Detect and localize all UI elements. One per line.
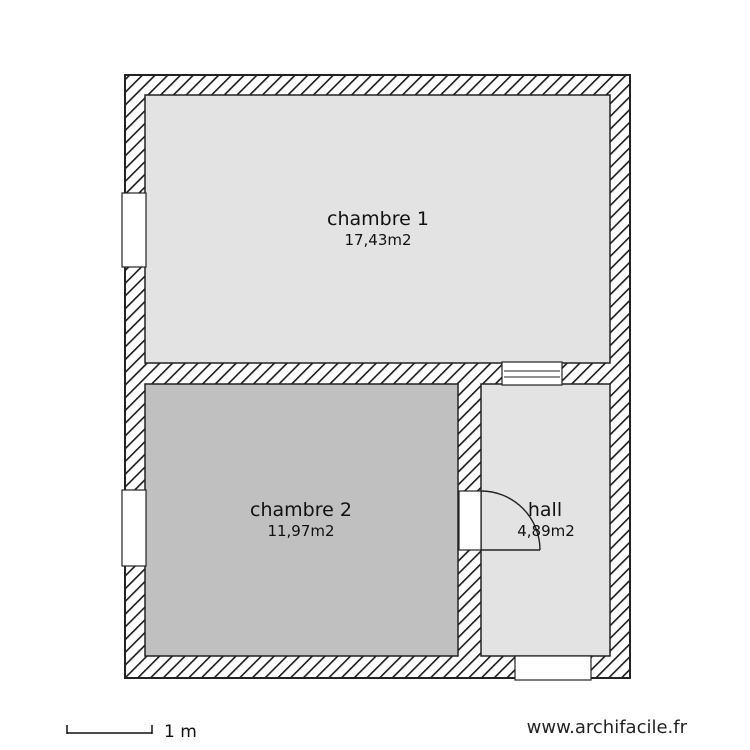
door-chambre-2-hall [458,490,541,551]
room-chambre-2 [144,383,459,657]
room-area-chambre-2: 11,97m2 [267,522,334,540]
room-label-chambre-2: chambre 2 [250,499,352,521]
watermark-text: www.archifacile.fr [527,717,688,738]
opening-chambre-1-hall [501,361,563,386]
scale-label: 1 m [164,722,197,742]
window-hall-bottom [514,655,592,681]
room-area-hall: 4,89m2 [517,522,575,540]
window-chambre-1-left [121,192,147,268]
room-chambre-1 [144,94,611,364]
scale-bar [66,725,153,734]
room-label-hall: hall [528,499,562,521]
window-chambre-2-left [121,489,147,567]
room-label-chambre-1: chambre 1 [327,208,429,230]
room-hall [480,383,611,657]
room-area-chambre-1: 17,43m2 [344,231,411,249]
